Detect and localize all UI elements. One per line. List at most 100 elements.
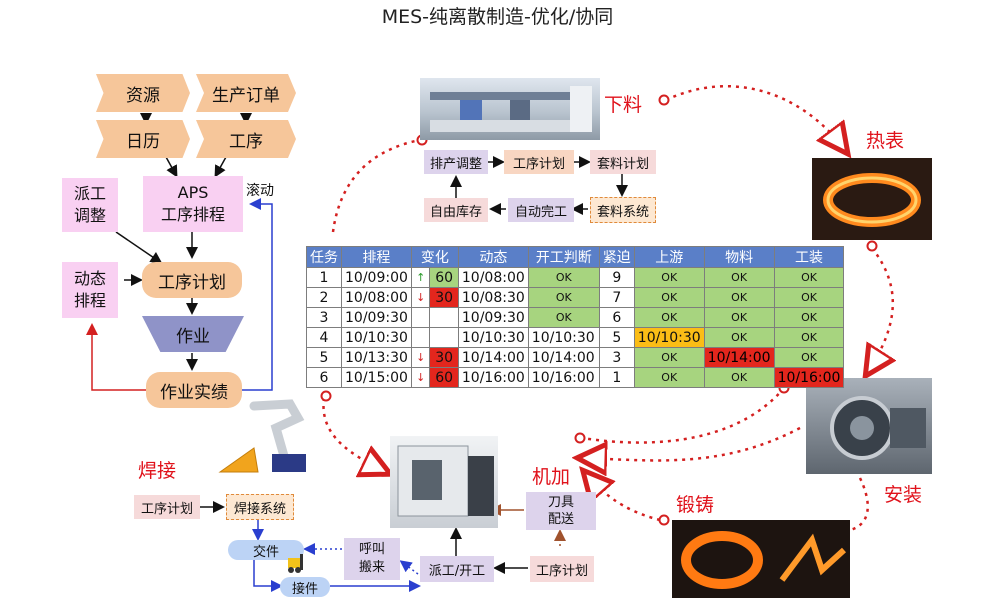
forklift-shape xyxy=(288,554,303,573)
header-material: 物料 xyxy=(703,246,775,268)
page-title: MES-纯离散制造-优化/协同 xyxy=(381,6,614,28)
machining-center-image xyxy=(390,436,498,528)
cell-tooling: 10/16:00 xyxy=(773,367,845,388)
cutting-label: 下料 xyxy=(604,94,643,116)
assembly-label: 安装 xyxy=(884,484,923,506)
cell-task: 1 xyxy=(306,267,342,288)
top-process-plan-box: 工序计划 xyxy=(504,150,574,174)
cell-upstream: OK xyxy=(633,287,705,308)
cell-start: 10/16:00 xyxy=(527,367,600,388)
cell-material: 10/14:00 xyxy=(703,347,775,368)
forklift-icon xyxy=(286,552,308,574)
result-box: 作业实绩 xyxy=(146,372,242,408)
cell-dynamic: 10/08:00 xyxy=(457,267,529,288)
aps-line2: 工序排程 xyxy=(160,205,225,224)
arrow-down-icon: ↓ xyxy=(410,367,431,388)
tool-delivery-box: 刀具 配送 xyxy=(526,492,596,530)
dispatch-start-box: 派工/开工 xyxy=(420,556,494,582)
aps-box: APS 工序排程 xyxy=(143,176,243,232)
cell-start: 10/10:30 xyxy=(527,327,600,348)
dispatch-line1: 派工 xyxy=(73,184,106,203)
tool-line2: 配送 xyxy=(547,512,574,527)
cell-schedule: 10/13:30 xyxy=(341,347,412,368)
call-line2: 搬来 xyxy=(358,560,385,575)
bottom-process-plan-box: 工序计划 xyxy=(530,556,594,582)
cell-dynamic: 10/10:30 xyxy=(457,327,529,348)
heat-label: 热表 xyxy=(866,130,905,152)
dynamic-line2: 排程 xyxy=(73,291,106,310)
process-box: 工序 xyxy=(196,120,296,158)
engine-icon xyxy=(830,396,926,460)
cell-material: OK xyxy=(703,367,775,388)
cell-urgency: 3 xyxy=(598,347,635,368)
table-header-row: 任务 排程 变化 动态 开工判断 紧迫 上游 物料 工装 xyxy=(306,246,845,268)
forging-label: 锻铸 xyxy=(676,494,715,516)
cell-upstream: OK xyxy=(633,347,705,368)
cell-urgency: 7 xyxy=(598,287,635,308)
assembly-image xyxy=(806,378,932,474)
receive-pill: 接件 xyxy=(280,577,330,597)
cell-schedule: 10/08:00 xyxy=(341,287,412,308)
kit-system-box: 套料系统 xyxy=(590,197,656,223)
cell-urgency: 1 xyxy=(598,367,635,388)
cell-start: 10/14:00 xyxy=(527,347,600,368)
call-line1: 呼叫 xyxy=(358,542,385,557)
order-box: 生产订单 xyxy=(196,74,296,112)
dispatch-line2: 调整 xyxy=(73,206,106,225)
cell-material: OK xyxy=(703,327,775,348)
forging-icon xyxy=(681,531,847,589)
cell-tooling: OK xyxy=(773,267,845,288)
cell-tooling: OK xyxy=(773,347,845,368)
cell-arrow xyxy=(410,307,431,328)
cell-tooling: OK xyxy=(773,307,845,328)
task-table: 任务 排程 变化 动态 开工判断 紧迫 上游 物料 工装 1 10/09:00 … xyxy=(306,246,845,388)
cell-change: 30 xyxy=(429,347,459,368)
cell-upstream: OK xyxy=(633,267,705,288)
header-urgency: 紧迫 xyxy=(598,246,635,268)
cell-tooling: OK xyxy=(773,287,845,308)
header-start-judge: 开工判断 xyxy=(527,246,600,268)
header-dynamic: 动态 xyxy=(457,246,529,268)
weld-plan-box: 工序计划 xyxy=(134,495,200,519)
cell-task: 2 xyxy=(306,287,342,308)
work-box: 作业 xyxy=(142,316,244,352)
tool-line1: 刀具 xyxy=(547,495,574,510)
cell-change: 60 xyxy=(429,267,459,288)
machining-label: 机加 xyxy=(532,466,571,488)
cell-material: OK xyxy=(703,287,775,308)
dynamic-line1: 动态 xyxy=(73,269,106,288)
arrow-down-icon: ↓ xyxy=(410,287,431,308)
cell-dynamic: 10/08:30 xyxy=(457,287,529,308)
cell-change xyxy=(429,307,459,328)
cell-change: 60 xyxy=(429,367,459,388)
resource-box: 资源 xyxy=(96,74,190,112)
cell-dynamic: 10/16:00 xyxy=(457,367,529,388)
arrow-up-icon: ↑ xyxy=(410,267,431,288)
dynamic-schedule-box: 动态 排程 xyxy=(62,262,118,318)
cell-upstream: OK xyxy=(633,367,705,388)
auto-complete-box: 自动完工 xyxy=(508,198,574,222)
dispatch-adjust-box: 派工 调整 xyxy=(62,178,118,232)
cell-start: OK xyxy=(527,307,600,328)
cell-task: 4 xyxy=(306,327,342,348)
cell-schedule: 10/09:00 xyxy=(341,267,412,288)
forging-image xyxy=(672,520,850,598)
cutting-machine-icon xyxy=(430,86,592,132)
cell-urgency: 5 xyxy=(598,327,635,348)
cell-task: 3 xyxy=(306,307,342,328)
cnc-machine-icon xyxy=(397,445,494,517)
calendar-box: 日历 xyxy=(96,120,190,158)
robot-arm-icon xyxy=(218,399,306,473)
cell-change xyxy=(429,327,459,348)
cell-dynamic: 10/09:30 xyxy=(457,307,529,328)
cell-schedule: 10/10:30 xyxy=(341,327,412,348)
cell-tooling: OK xyxy=(773,327,845,348)
cell-start: OK xyxy=(527,287,600,308)
aps-line1: APS xyxy=(177,183,209,202)
welding-robot-image xyxy=(214,398,324,478)
cell-task: 5 xyxy=(306,347,342,368)
heat-ring-icon xyxy=(823,173,921,227)
free-stock-box: 自由库存 xyxy=(424,198,488,222)
call-move-box: 呼叫 搬来 xyxy=(344,538,400,580)
cell-schedule: 10/09:30 xyxy=(341,307,412,328)
